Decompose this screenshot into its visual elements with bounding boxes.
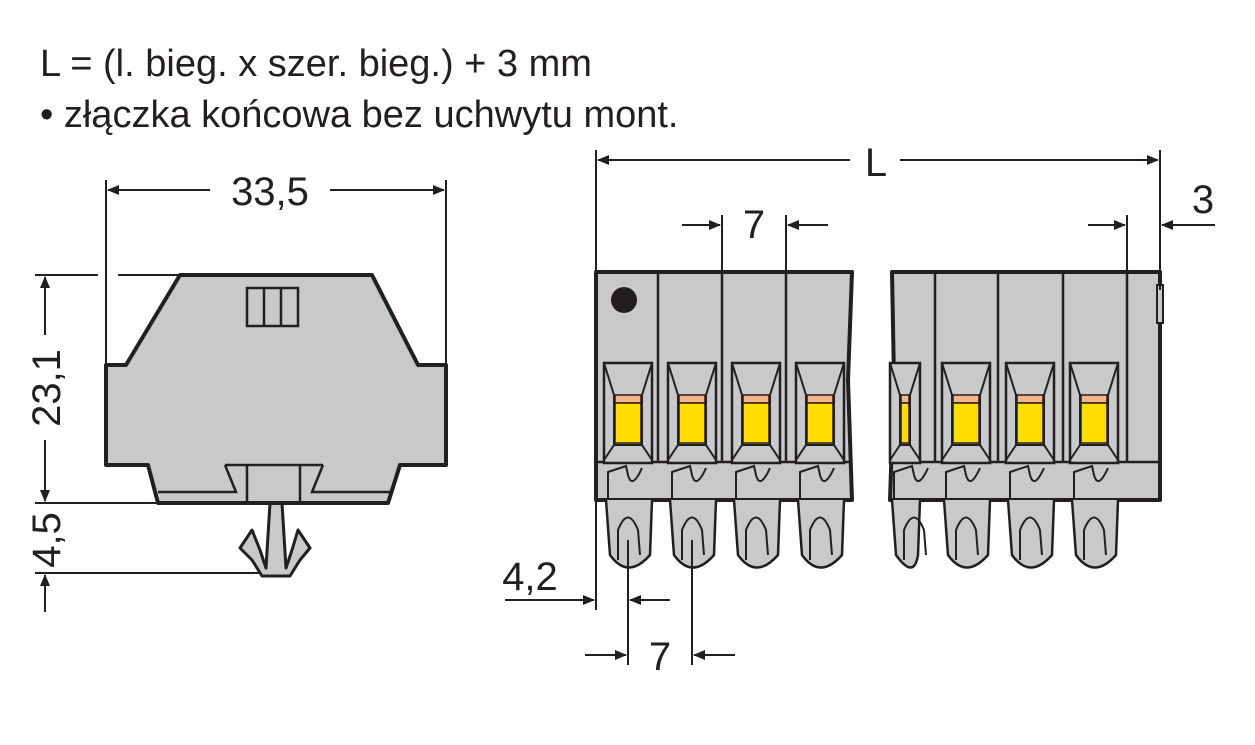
- wire-entry-detail: [809, 516, 833, 560]
- width-dimension: 33,5: [231, 170, 309, 214]
- pitch-bottom-dimension: 7: [649, 635, 671, 679]
- foot-dimension: 4,5: [25, 512, 69, 568]
- clamp-actuator: [614, 402, 642, 444]
- clamp-orange: [900, 394, 910, 404]
- clamp-bevel: [941, 362, 991, 461]
- clamp-bevel: [603, 362, 653, 461]
- wire-entry: [1070, 499, 1120, 569]
- clamp-orange: [678, 394, 706, 404]
- length-dimension: L: [865, 141, 887, 185]
- clamp-actuator: [742, 402, 770, 444]
- clamp-bevel: [889, 362, 921, 461]
- front-view: L 7 3 4,2 7: [502, 141, 1215, 679]
- wire-entry-detail: [1019, 516, 1043, 560]
- header-note: • złączka końcowa bez uchwytu mont.: [40, 94, 679, 136]
- clamp-actuator: [900, 402, 910, 444]
- clamp-bevel: [667, 362, 717, 461]
- release-hook: [1073, 464, 1109, 500]
- release-hook: [799, 464, 835, 500]
- clamp-orange: [952, 394, 980, 404]
- release-hook: [735, 464, 771, 500]
- clamp-bevel: [731, 362, 781, 461]
- clamp-actuator: [678, 402, 706, 444]
- wire-entry: [890, 499, 922, 569]
- wire-entry: [796, 499, 846, 569]
- clamp-orange: [742, 394, 770, 404]
- release-hook: [671, 464, 707, 500]
- release-hook: [945, 464, 981, 500]
- clamp-actuator: [1080, 402, 1108, 444]
- release-hook: [1009, 464, 1045, 500]
- clamp-actuator: [806, 402, 834, 444]
- wire-entry-detail: [745, 516, 769, 560]
- wire-entry: [732, 499, 782, 569]
- clamp-orange: [806, 394, 834, 404]
- clamp-actuator: [952, 402, 980, 444]
- clamp-orange: [1016, 394, 1044, 404]
- wire-entry-detail: [617, 516, 641, 560]
- wire-entry-detail: [903, 516, 927, 560]
- end-dimension: 3: [1192, 178, 1214, 222]
- clamp-orange: [1080, 394, 1108, 404]
- end-tab: [1156, 284, 1164, 324]
- wire-entry-detail: [1083, 516, 1107, 560]
- clamp-bevel: [1069, 362, 1119, 461]
- wire-entry-detail: [955, 516, 979, 560]
- wire-entry: [942, 499, 992, 569]
- marker-dot: [611, 287, 637, 313]
- header-formula: L = (l. bieg. x szer. bieg.) + 3 mm: [40, 43, 592, 85]
- wire-entry-detail: [681, 516, 705, 560]
- pitch-top-dimension: 7: [743, 203, 765, 247]
- clamp-orange: [614, 394, 642, 404]
- release-hook: [607, 464, 643, 500]
- side-housing: [104, 273, 448, 505]
- release-hook: [893, 464, 929, 500]
- clamp-bevel: [795, 362, 845, 461]
- offset-dimension: 4,2: [502, 555, 558, 599]
- wire-entry: [1006, 499, 1056, 569]
- side-view: 33,5 23,1 4,5: [25, 170, 448, 612]
- clamp-bevel: [1005, 362, 1055, 461]
- height-dimension: 23,1: [25, 349, 69, 427]
- clamp-actuator: [1016, 402, 1044, 444]
- clip-foot: [238, 501, 312, 578]
